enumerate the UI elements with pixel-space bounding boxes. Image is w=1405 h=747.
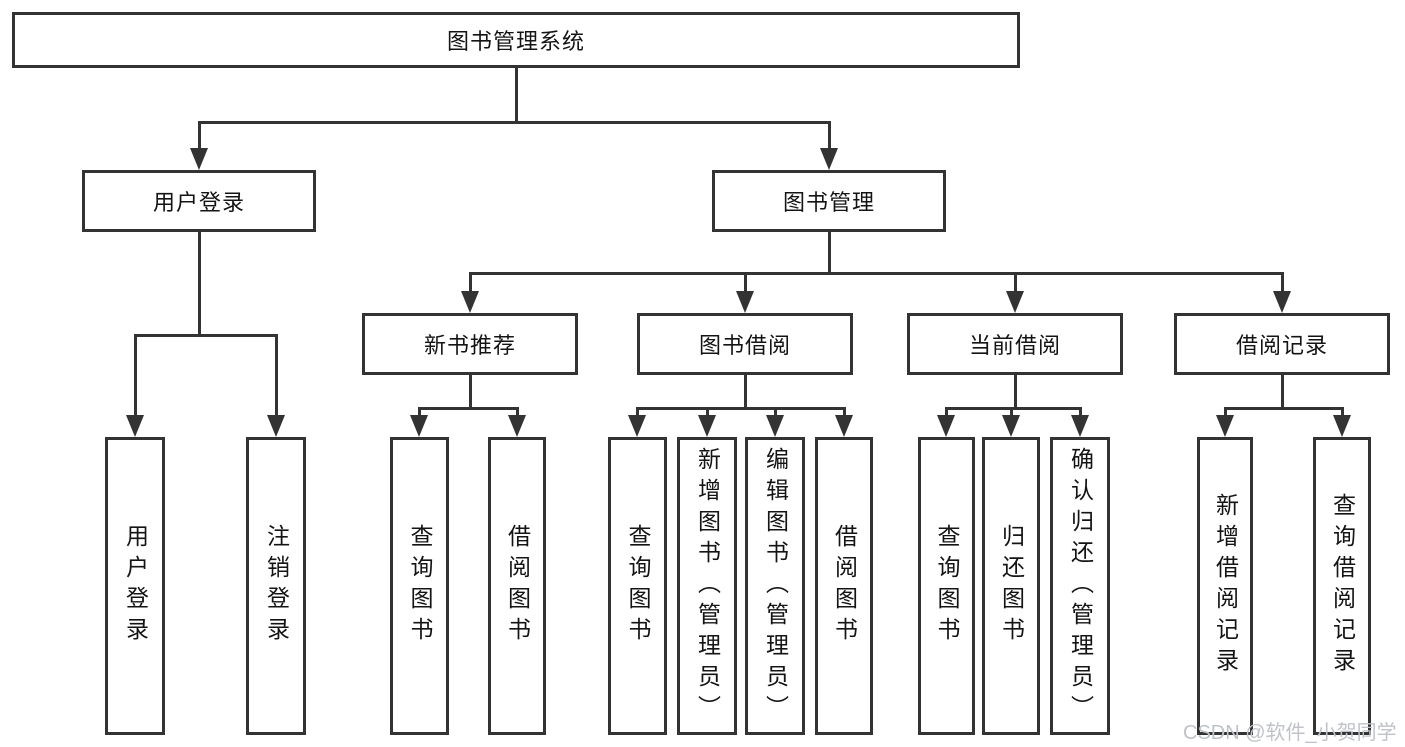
- node-leaf-user-login: 用户登录: [105, 437, 165, 735]
- arrowhead-down-icon: [1002, 415, 1020, 437]
- arrowhead-down-icon: [820, 148, 838, 170]
- node-leaf-add-books-admin: 新增图书（管理员）: [677, 437, 737, 735]
- connector-line: [773, 408, 777, 420]
- arrowhead-down-icon: [126, 415, 144, 437]
- arrowhead-down-icon: [937, 415, 955, 437]
- node-leaf-query-borrow-record: 查询借阅记录: [1313, 437, 1371, 735]
- node-leaf-query-books-2: 查询图书: [608, 437, 667, 735]
- connector-line: [468, 375, 472, 409]
- connector-line: [827, 122, 831, 152]
- connector-line: [743, 375, 747, 409]
- connector-line: [827, 232, 831, 274]
- node-leaf-borrow-books-2: 借阅图书: [815, 437, 873, 735]
- connector-line: [705, 408, 709, 420]
- node-library-management-system: 图书管理系统: [12, 12, 1020, 68]
- arrowhead-down-icon: [835, 415, 853, 437]
- connector-line: [197, 120, 831, 124]
- connector-line: [1013, 273, 1017, 295]
- arrowhead-down-icon: [1216, 415, 1234, 437]
- arrowhead-down-icon: [190, 148, 208, 170]
- connector-line: [842, 408, 846, 420]
- node-book-borrow: 图书借阅: [637, 313, 853, 375]
- connector-line: [1223, 406, 1344, 410]
- connector-line: [514, 68, 518, 122]
- connector-line: [1223, 408, 1227, 420]
- node-leaf-query-books-3: 查询图书: [918, 437, 975, 735]
- connector-line: [197, 232, 201, 336]
- connector-line: [1009, 408, 1013, 420]
- connector-line: [635, 406, 846, 410]
- watermark: CSDN @软件_小贺同学: [1183, 722, 1397, 744]
- node-leaf-add-borrow-record: 新增借阅记录: [1197, 437, 1253, 735]
- node-leaf-query-books-1: 查询图书: [390, 437, 449, 735]
- connector-line: [197, 122, 201, 152]
- arrowhead-down-icon: [1333, 415, 1351, 437]
- arrowhead-down-icon: [267, 415, 285, 437]
- arrowhead-down-icon: [736, 291, 754, 313]
- arrowhead-down-icon: [461, 291, 479, 313]
- node-current-borrow: 当前借阅: [907, 313, 1123, 375]
- node-leaf-confirm-return-admin: 确认归还（管理员）: [1050, 437, 1110, 735]
- arrowhead-down-icon: [766, 415, 784, 437]
- connector-line: [274, 335, 278, 420]
- node-leaf-borrow-books-1: 借阅图书: [488, 437, 546, 735]
- connector-line: [133, 335, 137, 420]
- connector-line: [944, 406, 1082, 410]
- connector-line: [468, 271, 1284, 275]
- node-leaf-logout: 注销登录: [246, 437, 306, 735]
- connector-line: [515, 408, 519, 420]
- node-new-book-recommend: 新书推荐: [362, 313, 578, 375]
- arrowhead-down-icon: [1071, 415, 1089, 437]
- arrowhead-down-icon: [410, 415, 428, 437]
- connector-line: [417, 406, 519, 410]
- connector-line: [417, 408, 421, 420]
- connector-line: [635, 408, 639, 420]
- connector-line: [1280, 273, 1284, 295]
- connector-line: [468, 273, 472, 295]
- arrowhead-down-icon: [628, 415, 646, 437]
- arrowhead-down-icon: [1006, 291, 1024, 313]
- node-book-management: 图书管理: [712, 170, 946, 232]
- node-leaf-edit-books-admin: 编辑图书（管理员）: [745, 437, 805, 735]
- arrowhead-down-icon: [698, 415, 716, 437]
- node-borrow-records: 借阅记录: [1174, 313, 1390, 375]
- node-user-login: 用户登录: [82, 170, 316, 232]
- connector-line: [1340, 408, 1344, 420]
- arrowhead-down-icon: [1273, 291, 1291, 313]
- connector-line: [1280, 375, 1284, 409]
- connector-line: [133, 333, 278, 337]
- connector-line: [743, 273, 747, 295]
- arrowhead-down-icon: [508, 415, 526, 437]
- connector-line: [1078, 408, 1082, 420]
- node-leaf-return-books: 归还图书: [982, 437, 1040, 735]
- connector-line: [944, 408, 948, 420]
- connector-line: [1013, 375, 1017, 409]
